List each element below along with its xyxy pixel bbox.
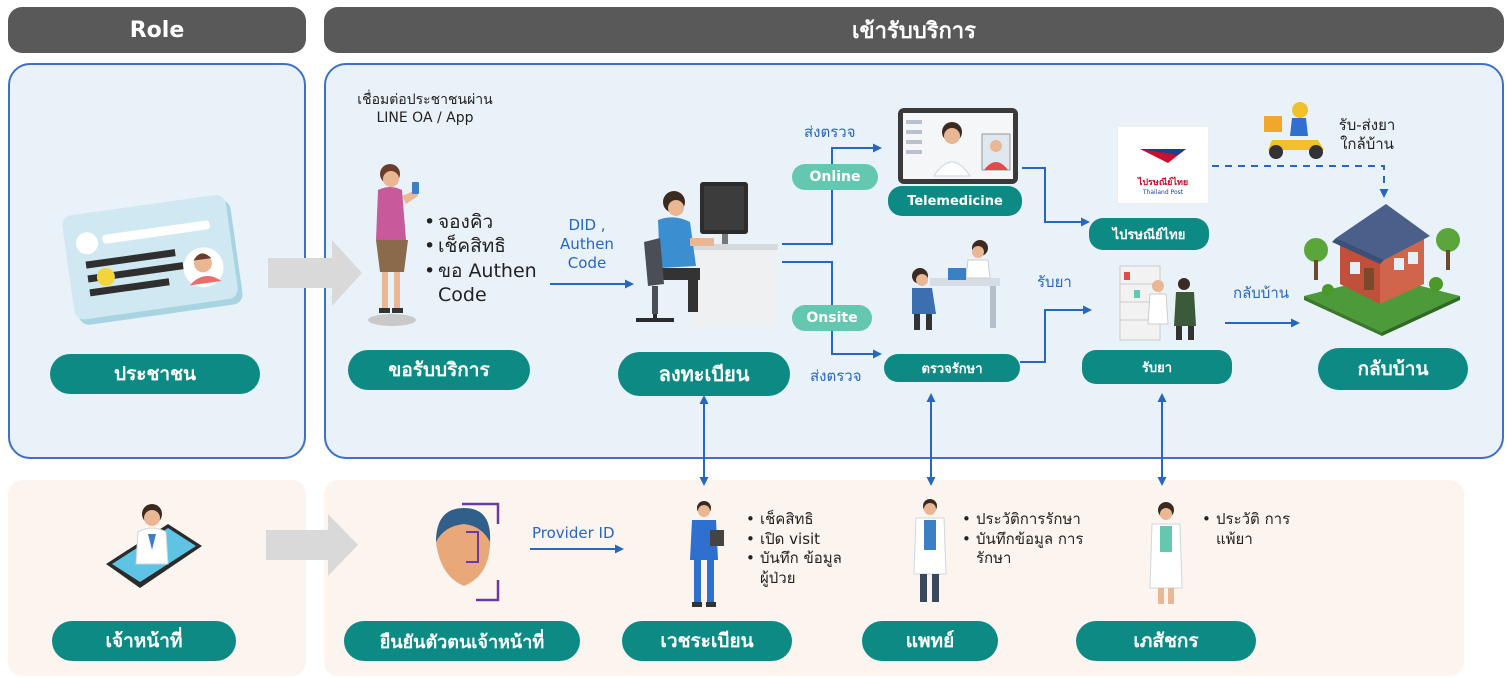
doctor-figure [913, 499, 947, 602]
medrecord-officer-figure [690, 501, 724, 607]
face-scan-icon [436, 502, 500, 602]
staff-button[interactable]: เจ้าหน้าที่ [52, 621, 236, 661]
woman-phone-figure [368, 164, 419, 326]
did-label: DID , Authen Code [560, 216, 614, 272]
thaipost-logo-sub: Thailand Post [1142, 189, 1184, 196]
pharmacist-item: ประวัติ การแพ้ยา [1202, 510, 1296, 549]
online-label: Online [792, 164, 878, 190]
receive-drug-arrow-label: รับยา [1037, 273, 1072, 291]
doctor-items: ประวัติการรักษา บันทึกข้อมูล การรักษา [962, 510, 1096, 569]
id-card-icon [62, 194, 243, 325]
onsite-label: Onsite [792, 305, 872, 331]
telemedicine-screen-icon [898, 108, 1018, 184]
citizen-to-service-arrow [268, 240, 362, 306]
doctor-item: ประวัติการรักษา [962, 510, 1096, 530]
exam-room-figure [912, 240, 1000, 330]
thaipost-button[interactable]: ไปรษณีย์ไทย [1089, 218, 1209, 250]
pharmacist-items: ประวัติ การแพ้ยา [1202, 510, 1296, 549]
connect-note: เชื่อมต่อประชาชนผ่าน LINE OA / App [357, 92, 493, 126]
medrecord-item: บันทึก ข้อมูลผู้ป่วย [746, 549, 850, 588]
pharmacist-button[interactable]: เภสัชกร [1076, 621, 1256, 661]
medrecord-item: เช็คสิทธิ [746, 510, 850, 530]
request-item: จองคิว [424, 210, 538, 235]
go-home-button[interactable]: กลับบ้าน [1318, 348, 1468, 390]
request-item: ขอ Authen Code [424, 259, 538, 308]
register-button[interactable]: ลงทะเบียน [618, 352, 790, 396]
medrecord-button[interactable]: เวชระเบียน [622, 621, 792, 661]
house-icon [1304, 204, 1460, 336]
delivery-scooter-icon [1264, 102, 1324, 159]
treatment-button[interactable]: ตรวจรักษา [884, 354, 1020, 382]
telemedicine-button[interactable]: Telemedicine [888, 186, 1022, 216]
doctor-item: บันทึกข้อมูล การรักษา [962, 530, 1096, 569]
registration-desk-figure [636, 182, 778, 326]
staff-phone-icon [106, 504, 202, 588]
role-header: Role [8, 7, 306, 53]
send-exam-onsite-label: ส่งตรวจ [810, 367, 862, 385]
receive-drug-button[interactable]: รับยา [1082, 350, 1232, 384]
thaipost-logo: ไปรษณีย์ไทย Thailand Post [1118, 127, 1208, 203]
request-item: เช็คสิทธิ [424, 234, 538, 259]
verify-identity-button[interactable]: ยืนยันตัวตนเจ้าหน้าที่ [344, 621, 580, 661]
request-items: จองคิว เช็คสิทธิ ขอ Authen Code [424, 210, 538, 307]
citizen-button[interactable]: ประชาชน [50, 354, 260, 394]
delivery-note: รับ-ส่งยา ใกล้บ้าน [1338, 116, 1396, 153]
pharmacist-figure [1149, 502, 1183, 604]
send-exam-online-label: ส่งตรวจ [804, 123, 856, 141]
thaipost-logo-text: ไปรษณีย์ไทย [1137, 178, 1189, 188]
thaipost-bird-icon [1140, 149, 1186, 163]
staff-to-service-arrow [266, 514, 358, 576]
service-header: เข้ารับบริการ [324, 7, 1504, 53]
medrecord-items: เช็คสิทธิ เปิด visit บันทึก ข้อมูลผู้ป่ว… [746, 510, 850, 588]
request-service-button[interactable]: ขอรับบริการ [348, 350, 530, 390]
pharmacy-figure [1119, 265, 1196, 341]
medrecord-item: เปิด visit [746, 530, 850, 550]
doctor-button[interactable]: แพทย์ [862, 621, 998, 661]
go-home-arrow-label: กลับบ้าน [1233, 284, 1289, 302]
provider-id-label: Provider ID [532, 524, 615, 542]
